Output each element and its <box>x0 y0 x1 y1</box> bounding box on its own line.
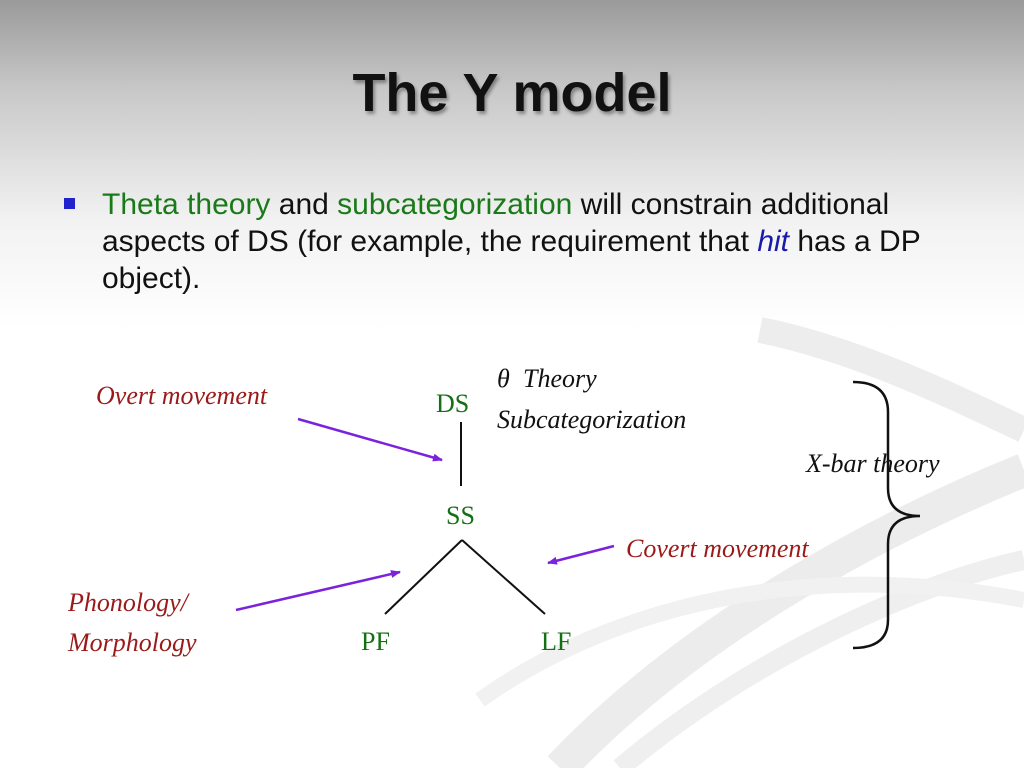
hit-term: hit <box>757 225 789 258</box>
bullet-text: Theta theory and subcategorization will … <box>102 186 962 297</box>
ss-pf-branch <box>384 539 463 615</box>
slide-title: The Y model <box>352 63 672 123</box>
xbar-theory-label: X-bar theory <box>805 449 940 478</box>
node-ss: SS <box>446 501 475 530</box>
phonology-arrow <box>235 570 401 612</box>
bullet-square-icon <box>64 198 75 209</box>
theta-theory-label: Theory <box>523 364 597 393</box>
covert-movement-arrow <box>547 544 615 565</box>
bullet-text-part-2: has a DP object). <box>102 225 921 295</box>
xbar-theory-brace <box>852 380 921 650</box>
morphology-label: Morphology <box>67 628 197 657</box>
node-pf: PF <box>361 627 390 656</box>
overt-movement-label: Overt movement <box>96 381 268 410</box>
subcategorization-label: Subcategorization <box>497 405 686 434</box>
covert-movement-label: Covert movement <box>626 534 809 563</box>
bullet-and: and <box>270 188 338 221</box>
subcategorization-term: subcategorization <box>337 188 573 221</box>
node-lf: LF <box>541 627 571 656</box>
overt-movement-arrow <box>297 417 443 462</box>
phonology-label: Phonology/ <box>67 588 191 617</box>
ss-lf-branch <box>461 539 546 615</box>
theta-theory-term: Theta theory <box>102 188 271 221</box>
theta-symbol: θ <box>497 364 510 393</box>
node-ds: DS <box>436 389 469 418</box>
bullet-text-part-1: will constrain additional aspects of DS … <box>102 188 890 258</box>
